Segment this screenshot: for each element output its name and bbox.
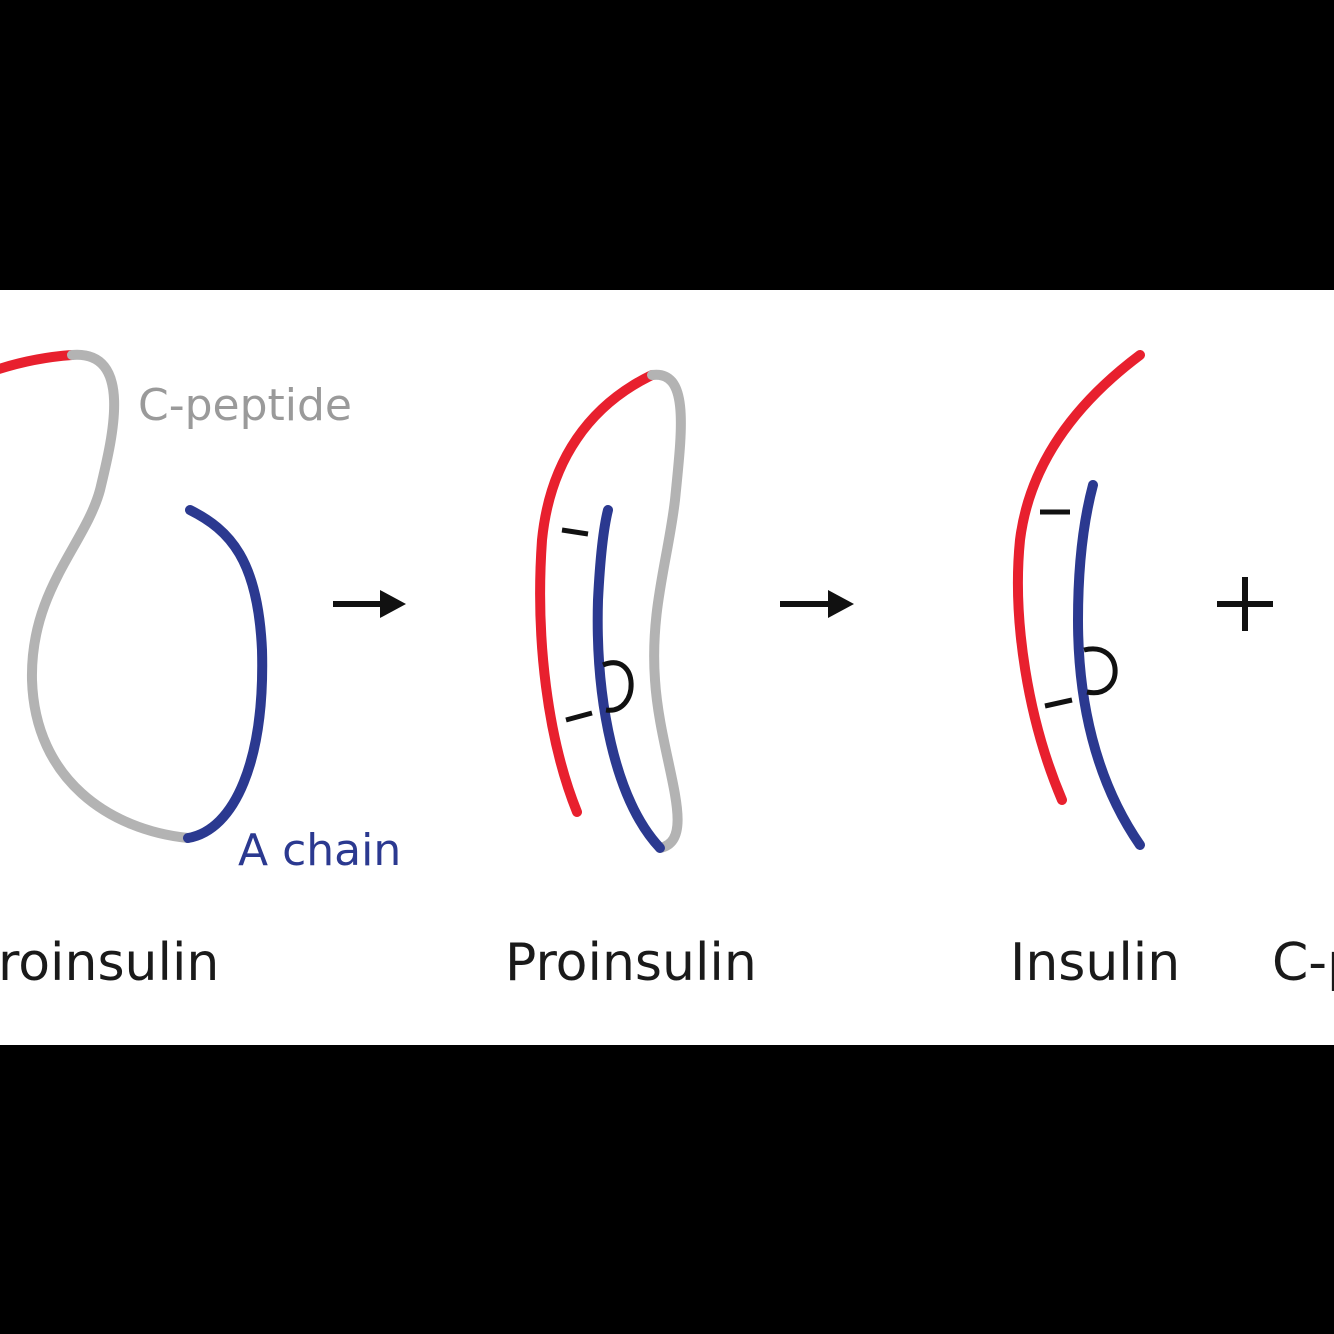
a-chain-curve [188, 510, 262, 838]
c-peptide-curve [652, 375, 681, 848]
intrachain-disulfide-loop [1084, 649, 1115, 693]
plus-icon [1217, 577, 1273, 631]
a-chain-curve [1078, 485, 1140, 845]
stage3-caption: Insulin [1010, 933, 1180, 993]
stage4-caption: C-p [1272, 933, 1334, 993]
arrow-right-icon [780, 590, 854, 618]
arrow-right-icon [333, 590, 406, 618]
stage-folded-proinsulin: Proinsulin [505, 375, 757, 993]
stage1-caption: roinsulin [0, 933, 219, 993]
disulfide-bond-upper [562, 530, 588, 534]
disulfide-bond-lower [1045, 700, 1072, 706]
stage2-caption: Proinsulin [505, 933, 757, 993]
disulfide-bond-lower [566, 713, 592, 720]
proinsulin-processing-diagram: C-peptide A chain roinsulin Proinsulin [0, 290, 1334, 1045]
a-chain-label: A chain [238, 825, 401, 876]
b-chain-segment [0, 355, 72, 372]
stage-insulin: Insulin [1010, 355, 1180, 993]
c-peptide-label: C-peptide [138, 380, 352, 431]
diagram-panel: C-peptide A chain roinsulin Proinsulin [0, 290, 1334, 1045]
stage-unfolded-proinsulin: C-peptide A chain roinsulin [0, 355, 401, 993]
